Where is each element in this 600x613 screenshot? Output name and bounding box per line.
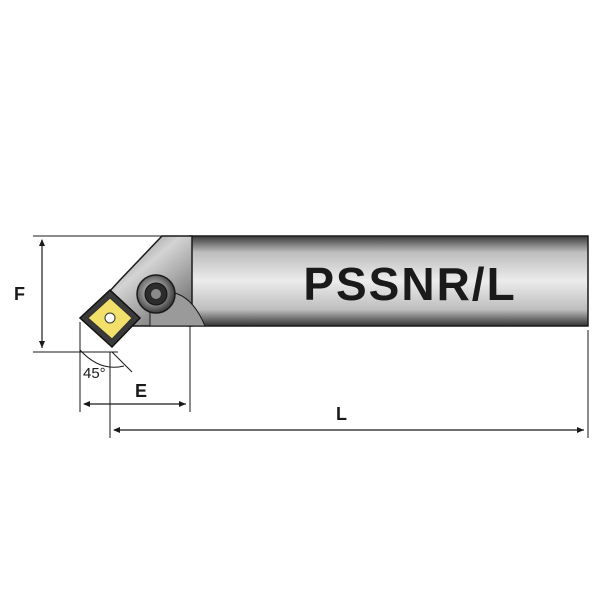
dimension-e: E <box>79 322 191 412</box>
clamp-screw-icon <box>136 274 176 314</box>
angle-label: 45° <box>83 365 106 382</box>
dimension-l-label: L <box>336 404 347 424</box>
tool-shank <box>189 235 589 327</box>
dimension-e-label: E <box>135 381 147 401</box>
dimension-f-label: F <box>14 284 25 304</box>
dimension-f: F <box>14 235 162 353</box>
angle-annotation: 45° <box>79 349 133 382</box>
dimension-l: L <box>109 330 589 438</box>
insert-icon <box>78 288 142 349</box>
model-label: PSSNR/L <box>303 258 516 310</box>
